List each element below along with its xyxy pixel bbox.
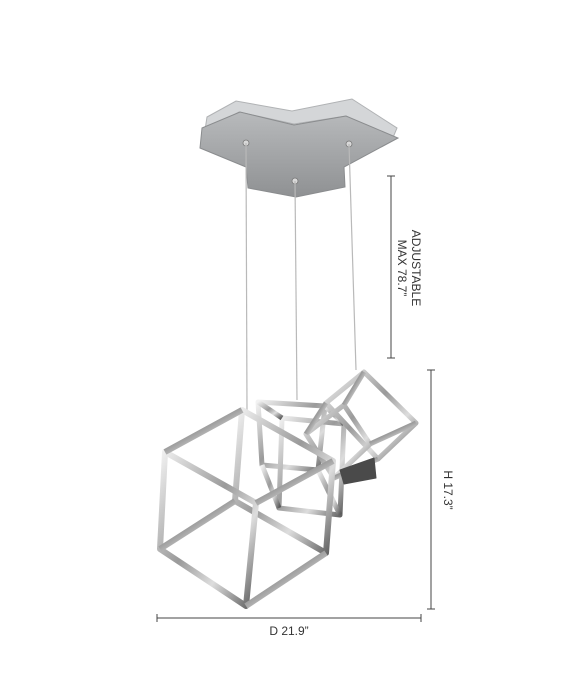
label-cable-drop-line1: ADJUSTABLE: [409, 230, 423, 306]
dimension-depth: D 21.9”: [156, 614, 422, 638]
cable-center: [294, 180, 298, 401]
cube-large: [157, 407, 336, 609]
canopy-front-face: [199, 111, 400, 198]
label-cable-drop-line2: MAX 78.7”: [395, 240, 409, 297]
suspension-cables: [245, 142, 357, 411]
label-depth: D 21.9”: [269, 624, 308, 638]
dimension-height: H 17.3”: [427, 369, 455, 610]
cable-right: [348, 143, 357, 371]
ceiling-canopy: [199, 98, 400, 198]
cable-left: [245, 142, 248, 411]
label-height: H 17.3”: [441, 470, 455, 509]
dimension-cable-drop: ADJUSTABLE MAX 78.7”: [387, 175, 423, 359]
